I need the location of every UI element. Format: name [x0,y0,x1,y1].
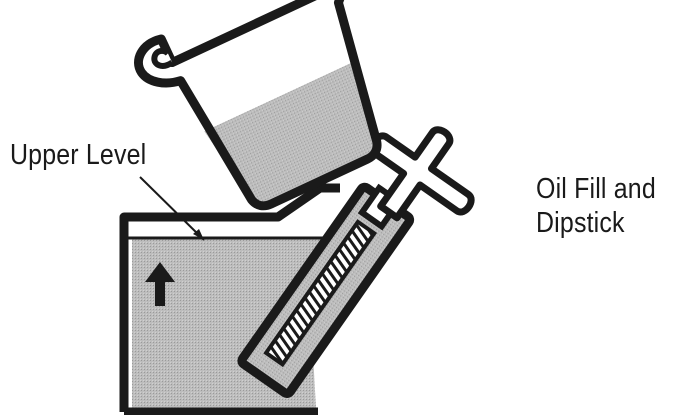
jug-handle-hole [151,47,174,69]
dipstick-hatched-blade [263,219,378,368]
upper-level-label: Upper Level [10,139,147,171]
jug-outline [134,0,382,211]
oil-fill-label-line2: Dipstick [536,207,625,239]
measuring-jug [134,0,382,211]
upper-level-leader-line [139,176,205,241]
housing-outline [119,183,340,412]
oil-fill-label-line1: Oil Fill and [536,173,656,205]
oil-fill-dipstick-label: Oil Fill and Dipstick [536,172,656,240]
up-arrow-icon [145,262,175,306]
upper-level-arrowhead [193,229,204,240]
